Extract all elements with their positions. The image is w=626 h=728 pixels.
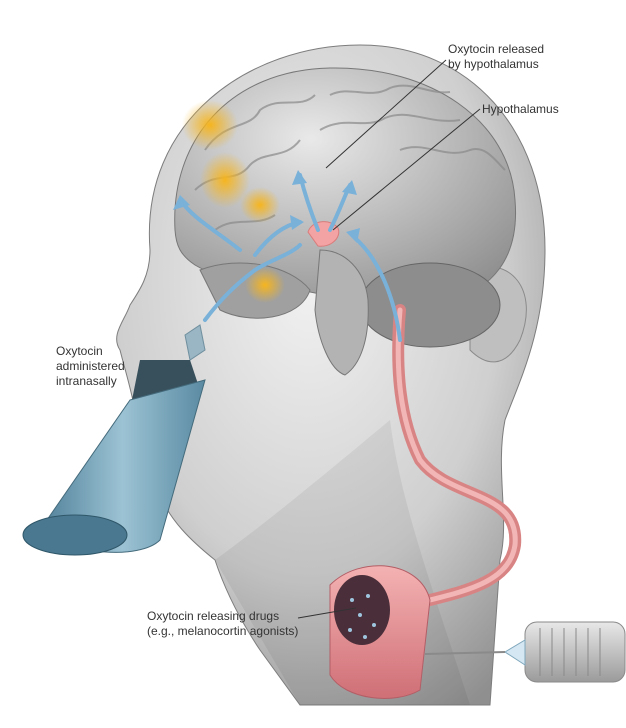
label-hypothalamus: Hypothalamus	[482, 102, 559, 116]
arrowhead-frontal	[173, 195, 190, 210]
syringe	[424, 621, 626, 683]
bottle-base	[22, 514, 128, 556]
drug-particles	[348, 594, 376, 639]
label-oxytocin-releasing-drugs: Oxytocin releasing drugs (e.g., melanoco…	[147, 609, 299, 638]
nasal-spray-bottle	[22, 324, 206, 556]
nasal-pathway-arrow	[203, 243, 302, 322]
blood-vessel	[329, 304, 522, 699]
leader-line-released	[325, 59, 447, 169]
arrow-heads	[173, 170, 360, 243]
leader-line-drugs	[297, 607, 357, 619]
arrowhead-hypothalamus	[346, 228, 360, 243]
activated-regions	[182, 100, 285, 303]
leader-lines	[297, 59, 481, 619]
arrowhead-orbital	[290, 215, 304, 230]
brainstem	[314, 249, 369, 376]
vessel-lumen	[334, 575, 390, 645]
label-oxytocin-released: Oxytocin released by hypothalamus	[448, 42, 545, 71]
brain	[174, 67, 517, 376]
arrowhead-upward	[292, 170, 307, 185]
arrowhead-limbic	[342, 180, 357, 195]
bloodstream-pathway-arrow	[353, 236, 402, 342]
leader-line-hypothalamus	[332, 108, 481, 231]
label-intranasal-administration: Oxytocin administered intranasally	[56, 344, 125, 388]
